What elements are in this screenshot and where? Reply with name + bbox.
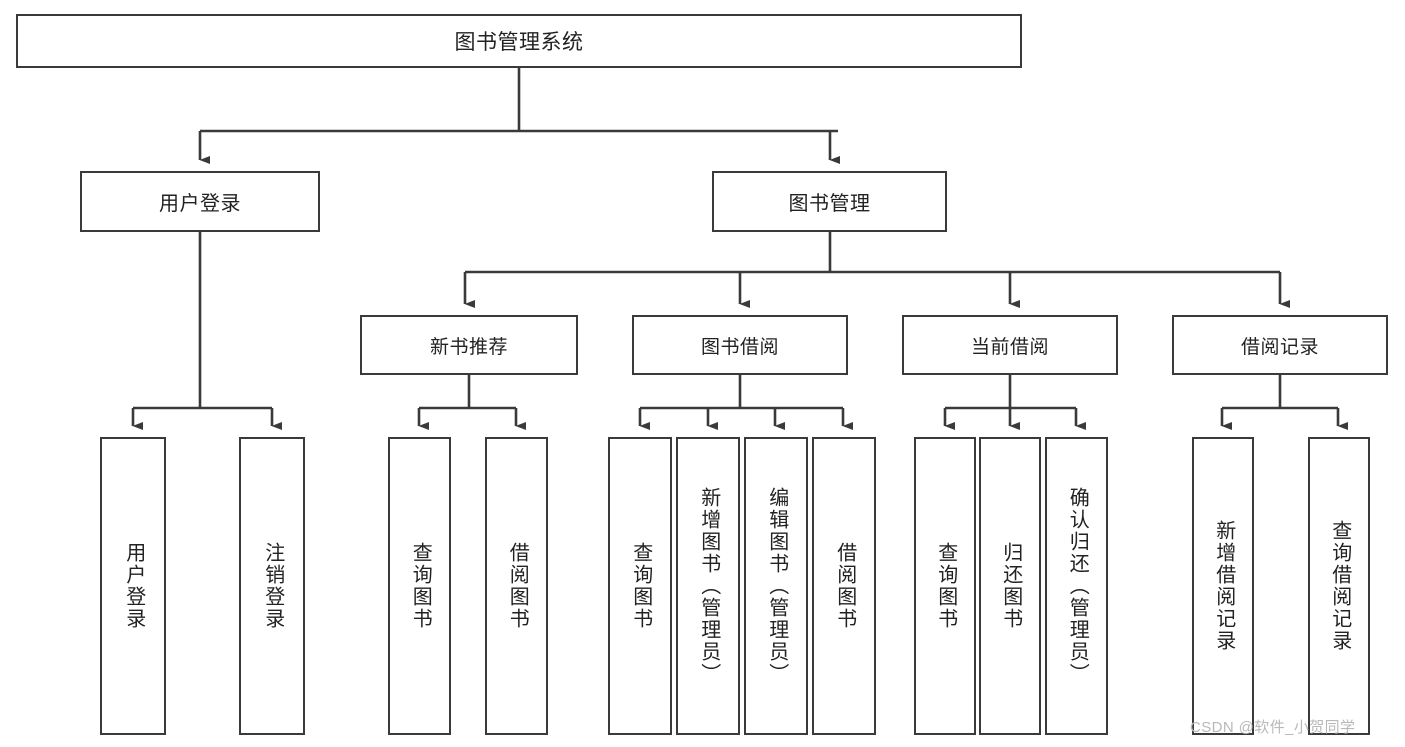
node-label: 借阅记录 (1240, 336, 1319, 358)
node-label: 查询借阅记录 (1328, 520, 1351, 652)
node-new-book-recommendation[interactable]: 新书推荐 (360, 315, 578, 375)
node-label: 查询图书 (409, 542, 432, 630)
leaf-add-borrowing-record[interactable]: 新增借阅记录 (1192, 437, 1254, 735)
leaf-edit-book-admin[interactable]: 编辑图书（管理员） (744, 437, 808, 735)
node-label: 图书管理系统 (454, 31, 584, 54)
leaf-query-book-recommendation[interactable]: 查询图书 (388, 437, 451, 735)
leaf-borrow-book-recommendation[interactable]: 借阅图书 (485, 437, 548, 735)
leaf-confirm-return-admin[interactable]: 确认归还（管理员） (1045, 437, 1108, 735)
leaf-user-login[interactable]: 用户登录 (100, 437, 166, 735)
node-label: 查询图书 (629, 542, 652, 630)
watermark: CSDN @软件_小贺同学 (1190, 719, 1356, 736)
node-user-login[interactable]: 用户登录 (80, 171, 320, 232)
leaf-query-book-borrowing[interactable]: 查询图书 (608, 437, 672, 735)
leaf-return-book[interactable]: 归还图书 (979, 437, 1041, 735)
node-label: 确认归还（管理员） (1066, 487, 1089, 685)
node-label: 用户登录 (159, 193, 241, 215)
node-label: 新书推荐 (429, 336, 508, 358)
node-label: 借阅图书 (833, 542, 856, 630)
node-label: 图书管理 (788, 193, 871, 215)
node-label: 图书借阅 (700, 336, 779, 358)
node-label: 注销登录 (261, 542, 284, 630)
leaf-logout[interactable]: 注销登录 (239, 437, 305, 735)
leaf-add-book-admin[interactable]: 新增图书（管理员） (676, 437, 740, 735)
leaf-query-book-current[interactable]: 查询图书 (914, 437, 976, 735)
node-label: 新增借阅记录 (1212, 520, 1235, 652)
node-current-borrowing[interactable]: 当前借阅 (902, 315, 1118, 375)
node-label: 查询图书 (934, 542, 957, 630)
node-book-borrowing[interactable]: 图书借阅 (632, 315, 848, 375)
node-label: 当前借阅 (970, 336, 1049, 358)
node-label: 编辑图书（管理员） (765, 487, 788, 685)
leaf-query-borrowing-record[interactable]: 查询借阅记录 (1308, 437, 1370, 735)
node-label: 归还图书 (999, 542, 1022, 630)
node-label: 借阅图书 (506, 542, 529, 630)
node-root-book-management-system[interactable]: 图书管理系统 (16, 14, 1022, 68)
node-borrowing-records[interactable]: 借阅记录 (1172, 315, 1388, 375)
node-label: 用户登录 (122, 542, 145, 630)
node-label: 新增图书（管理员） (697, 487, 720, 685)
leaf-borrow-book[interactable]: 借阅图书 (812, 437, 876, 735)
node-book-management[interactable]: 图书管理 (712, 171, 947, 232)
